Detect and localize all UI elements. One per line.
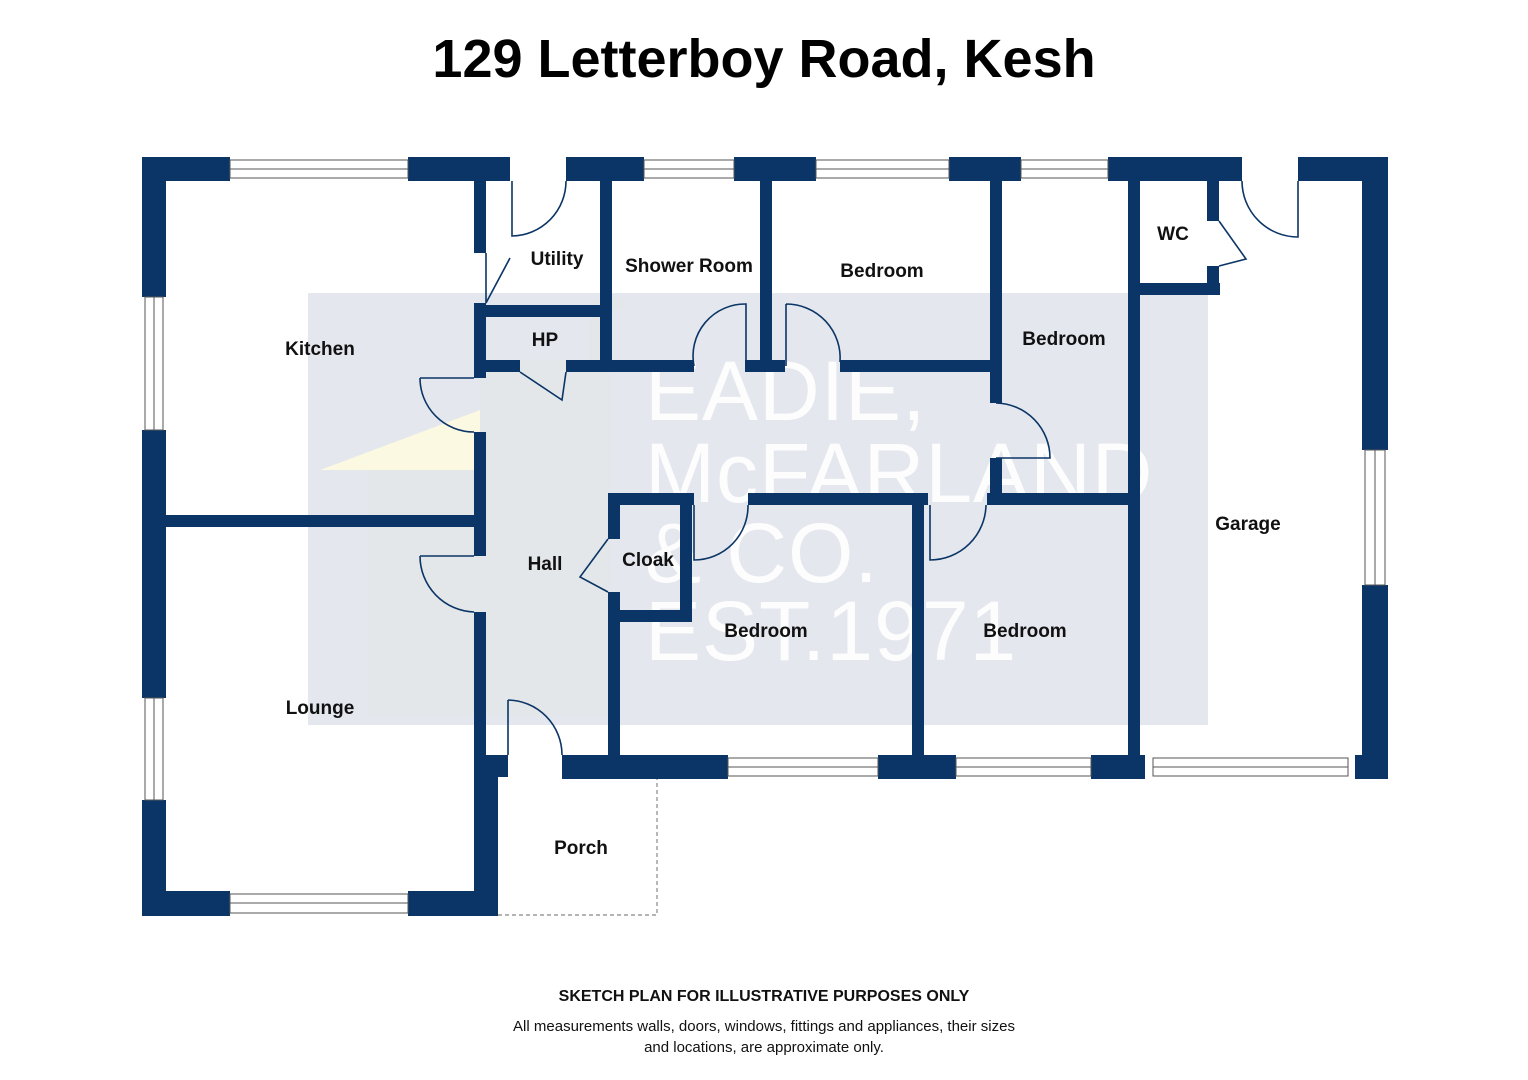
wall <box>608 493 694 505</box>
room-label-utility: Utility <box>531 249 584 270</box>
room-label-bedroom-mid: Bedroom <box>724 621 807 642</box>
wall <box>408 157 510 181</box>
disclaimer-heading: SKETCH PLAN FOR ILLUSTRATIVE PURPOSES ON… <box>558 988 970 1005</box>
room-label-bedroom-top: Bedroom <box>840 261 923 282</box>
door-swing <box>693 504 749 561</box>
door-swing <box>692 303 747 367</box>
wall <box>987 493 1137 505</box>
wall <box>474 755 498 916</box>
window-centre-lines <box>153 168 1376 904</box>
wall <box>1355 755 1388 779</box>
watermark-line-4: EST.1971 <box>645 584 1017 678</box>
door-swing <box>485 253 511 304</box>
wall <box>608 610 692 622</box>
wall <box>1362 157 1388 450</box>
wall <box>912 493 924 763</box>
room-label-garage: Garage <box>1215 514 1280 535</box>
room-label-shower-room: Shower Room <box>625 256 753 277</box>
wall <box>1207 266 1219 295</box>
room-label-bedroom-mid-right: Bedroom <box>983 621 1066 642</box>
room-label-kitchen: Kitchen <box>285 339 355 360</box>
wall <box>486 755 508 777</box>
room-label-cloak: Cloak <box>622 550 674 571</box>
disclaimer-note: All measurements walls, doors, windows, … <box>513 1018 1015 1056</box>
wall <box>949 157 1021 181</box>
wall <box>1207 181 1219 221</box>
room-label-porch: Porch <box>554 838 608 859</box>
door-swing <box>1241 180 1299 238</box>
wall <box>486 305 612 317</box>
door-swing <box>785 303 841 366</box>
wall <box>142 430 166 698</box>
plan-title: 129 Letterboy Road, Kesh <box>432 29 1096 89</box>
wall <box>486 360 520 372</box>
walls <box>142 157 1388 916</box>
wall <box>142 891 230 916</box>
door-swing <box>419 555 475 613</box>
wall <box>566 360 694 372</box>
wall <box>680 493 692 620</box>
wall <box>745 360 785 372</box>
wall <box>990 458 1002 502</box>
wall <box>608 493 620 539</box>
wall <box>748 493 928 505</box>
wall <box>734 157 816 181</box>
wall <box>1362 585 1388 778</box>
wall <box>1108 157 1242 181</box>
wall <box>1140 283 1220 295</box>
door-swing <box>1218 220 1248 267</box>
wall <box>474 432 486 556</box>
door-swing <box>507 699 563 756</box>
wall <box>990 181 1002 403</box>
watermark-house-shape <box>320 410 480 470</box>
room-label-lounge: Lounge <box>286 698 355 719</box>
door-swing <box>511 180 567 237</box>
wall <box>760 181 772 371</box>
porch-outline <box>498 778 658 916</box>
wall <box>608 592 620 765</box>
door-swing <box>929 504 987 561</box>
door-swing <box>578 538 609 593</box>
wall <box>562 755 728 779</box>
wall <box>1128 181 1140 771</box>
room-label-wc: WC <box>1157 224 1189 245</box>
door-swing <box>995 402 1051 459</box>
wall <box>840 360 1000 372</box>
room-label-hp: HP <box>532 330 559 351</box>
wall <box>600 181 612 361</box>
wall <box>166 515 476 527</box>
wall <box>142 157 166 297</box>
wall <box>474 303 486 378</box>
wall <box>474 181 486 253</box>
door-swing <box>419 377 475 433</box>
room-label-bedroom-right: Bedroom <box>1022 329 1105 350</box>
door-swing <box>519 371 567 402</box>
doors <box>419 180 1299 756</box>
wall <box>474 612 486 755</box>
wall <box>566 157 644 181</box>
room-label-hall: Hall <box>528 554 563 575</box>
